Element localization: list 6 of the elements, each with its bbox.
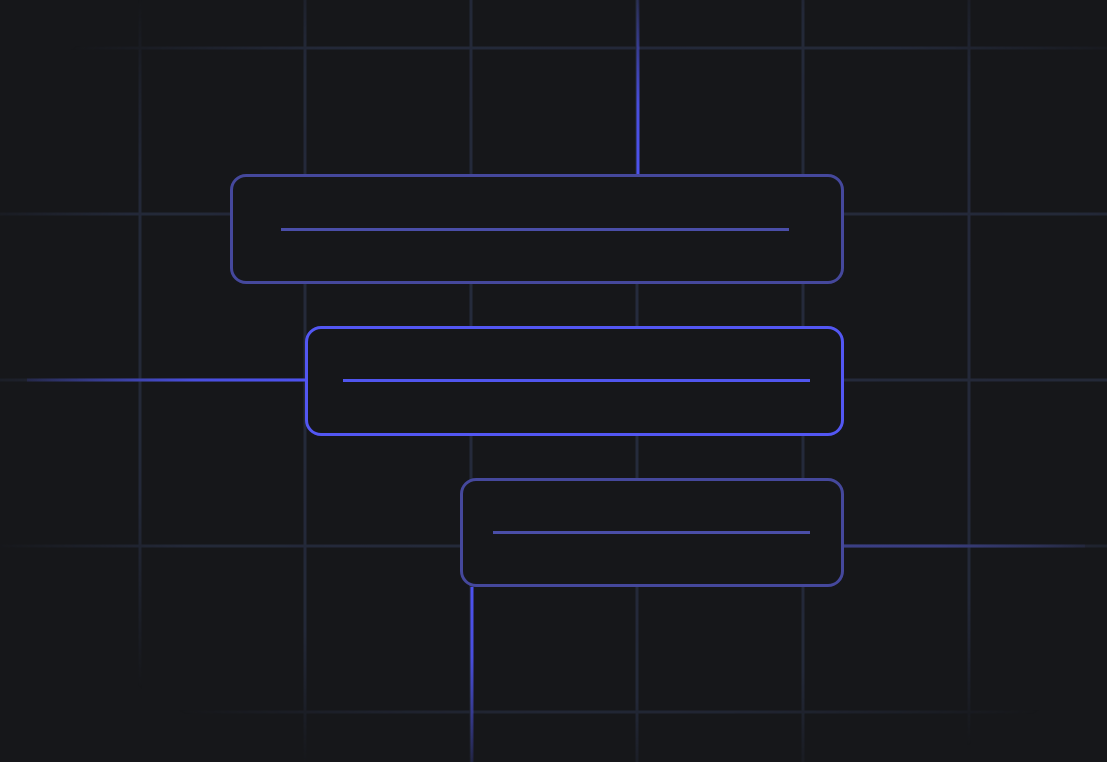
rounded-box	[460, 478, 844, 587]
connector-line	[27, 378, 305, 382]
connector-line	[470, 587, 474, 762]
rounded-box	[230, 174, 844, 284]
connector-line	[636, 0, 640, 174]
rounded-box	[305, 326, 844, 436]
